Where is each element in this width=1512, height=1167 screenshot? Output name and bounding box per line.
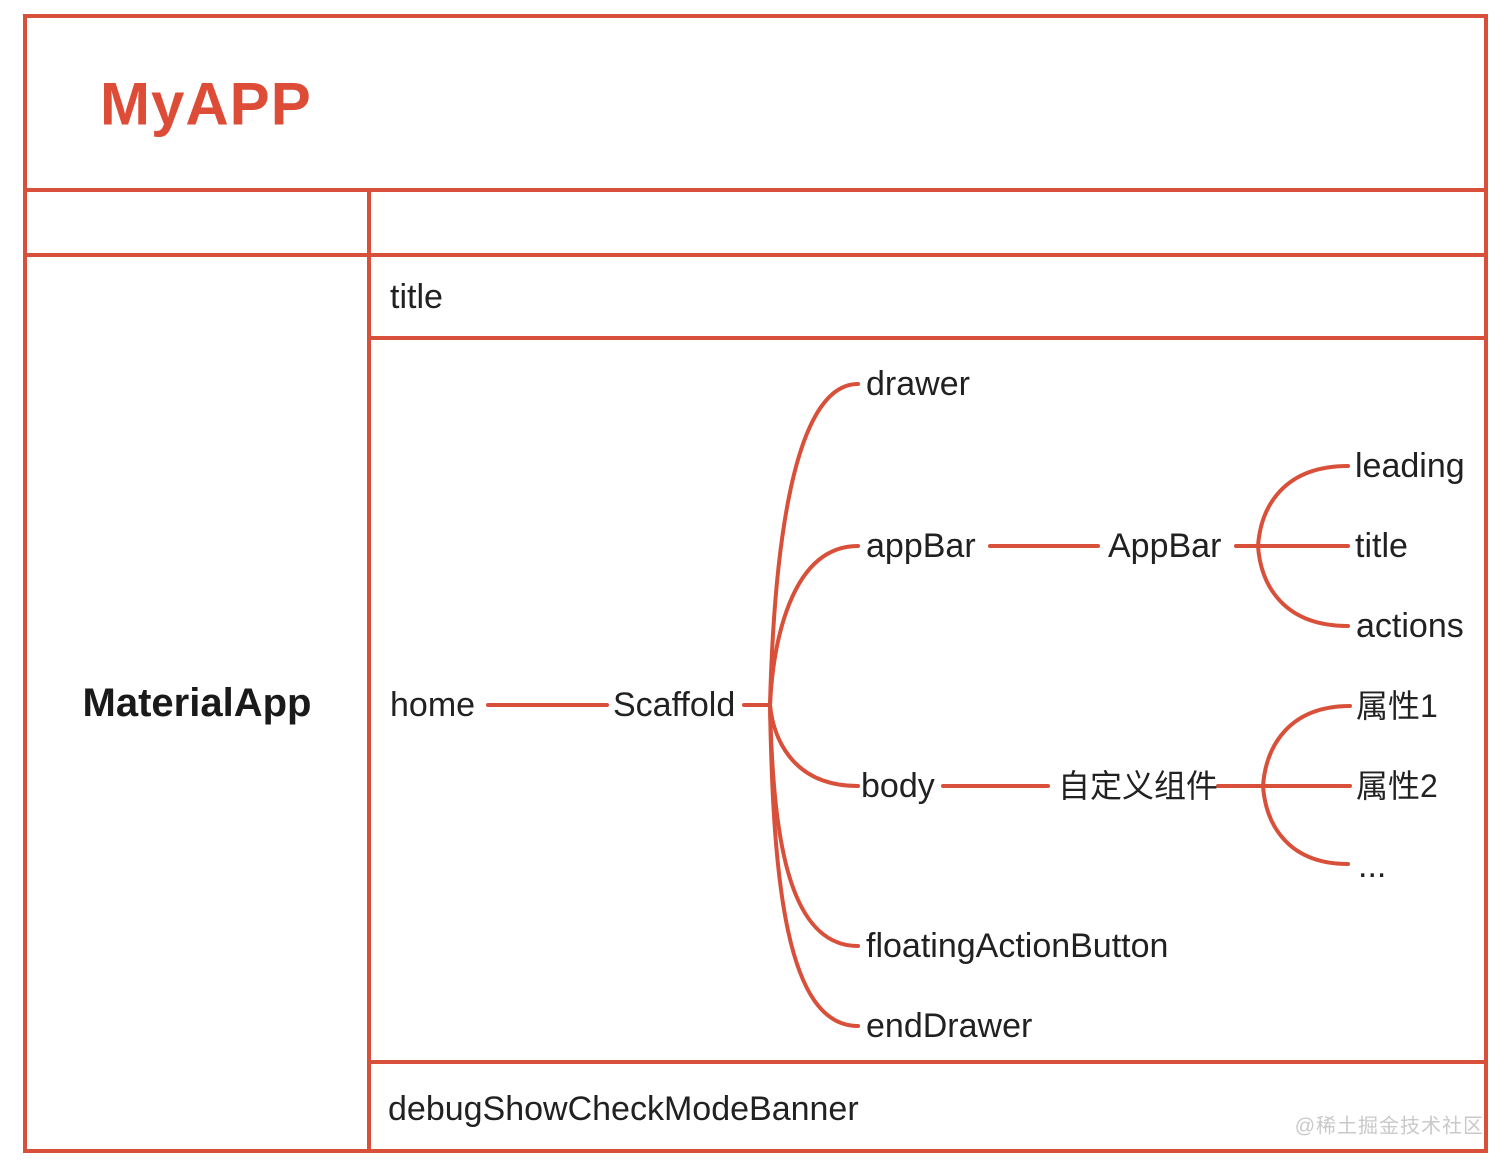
edge-scaffold-drawer <box>768 382 860 707</box>
row-title-label: title <box>390 278 443 316</box>
header-divider-line <box>23 188 1488 192</box>
page-title: MyAPP <box>100 70 312 138</box>
edge-scaffold-appbar <box>768 544 860 707</box>
node-body: body <box>861 767 935 805</box>
edge-appbar-leading <box>1256 464 1350 548</box>
node-drawer: drawer <box>866 365 970 403</box>
node-appbar: appBar <box>866 527 976 565</box>
row-debug-banner-label: debugShowCheckModeBanner <box>388 1090 859 1128</box>
materialapp-label: MaterialApp <box>82 680 312 725</box>
node-attr2: 属性2 <box>1356 768 1438 804</box>
node-leading: leading <box>1355 447 1465 485</box>
node-custom-widget: 自定义组件 <box>1058 768 1219 804</box>
node-actions: actions <box>1356 607 1464 645</box>
edge-custom-attr1 <box>1261 704 1352 788</box>
watermark: @稀土掘金技术社区 <box>1294 1115 1484 1138</box>
outer-border-box <box>23 14 1488 1153</box>
node-scaffold: Scaffold <box>613 686 736 724</box>
node-home: home <box>390 686 476 724</box>
node-enddrawer: endDrawer <box>866 1007 1033 1045</box>
subheader-divider-line <box>23 253 1488 257</box>
node-appbar-class: AppBar <box>1108 527 1222 565</box>
materialapp-cell: MaterialApp <box>27 257 367 1149</box>
edge-scaffold-body <box>768 703 860 788</box>
edge-scaffold-enddrawer <box>768 703 860 1028</box>
column-divider-line <box>367 188 371 1153</box>
edge-appbar-actions <box>1256 544 1350 628</box>
node-fab: floatingActionButton <box>866 927 1169 965</box>
node-appbar-title: title <box>1355 527 1408 565</box>
title-row-divider-line <box>367 336 1488 340</box>
debug-row-divider-line <box>367 1060 1488 1064</box>
node-attr1: 属性1 <box>1356 688 1438 724</box>
node-attr-more: ... <box>1358 847 1387 885</box>
edge-custom-more <box>1261 784 1350 866</box>
